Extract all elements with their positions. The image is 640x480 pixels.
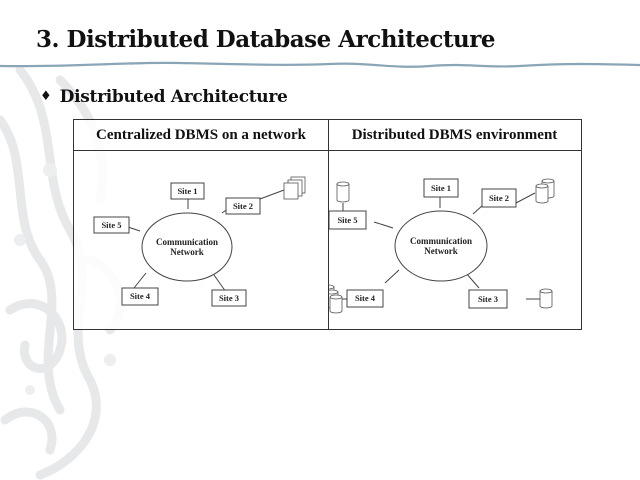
site-label: Site 2 bbox=[489, 193, 509, 203]
site-label: Site 2 bbox=[233, 201, 253, 211]
link-site5 bbox=[373, 221, 394, 229]
bullet-item: ♦ Distributed Architecture bbox=[40, 87, 288, 107]
link-db2 bbox=[259, 189, 285, 200]
site-node: Site 4 bbox=[121, 287, 159, 306]
site-node: Site 5 bbox=[329, 210, 367, 230]
site-label: Site 1 bbox=[431, 183, 451, 193]
title-underline-wave bbox=[0, 61, 640, 68]
site-label: Site 3 bbox=[219, 293, 239, 303]
header-centralized: Centralized DBMS on a network bbox=[74, 120, 328, 151]
file-stack-icon bbox=[283, 176, 306, 200]
link-site3 bbox=[465, 272, 480, 289]
communication-network-node bbox=[141, 212, 233, 282]
diamond-bullet-icon: ♦ bbox=[40, 89, 52, 104]
site-label: Site 1 bbox=[177, 186, 197, 196]
link-site2 bbox=[472, 204, 484, 215]
site-label: Site 5 bbox=[101, 220, 121, 230]
site-node: Site 1 bbox=[170, 182, 205, 200]
site-node: Site 5 bbox=[93, 216, 130, 234]
site-node: Site 2 bbox=[481, 188, 517, 208]
header-distributed: Distributed DBMS environment bbox=[328, 120, 581, 151]
network-label-line2: Network bbox=[170, 247, 204, 257]
site-node: Site 1 bbox=[423, 178, 459, 198]
site-label: Site 4 bbox=[355, 293, 376, 303]
network-label-line2: Network bbox=[424, 246, 458, 256]
site-node: Site 4 bbox=[346, 289, 384, 308]
site-node: Site 3 bbox=[468, 289, 508, 309]
site-node: Site 3 bbox=[211, 289, 247, 307]
link-site4 bbox=[133, 272, 147, 289]
link-site4 bbox=[384, 269, 400, 284]
slide-title: 3. Distributed Database Architecture bbox=[36, 26, 496, 53]
site-label: Site 5 bbox=[337, 215, 357, 225]
network-label-line1: Communication bbox=[156, 237, 218, 247]
site-label: Site 3 bbox=[478, 294, 498, 304]
database-stack-icon bbox=[535, 178, 555, 204]
distributed-diagram: Communication Network Site 1 Site 2 Site… bbox=[329, 178, 555, 314]
link-site3 bbox=[213, 274, 227, 293]
bullet-text: Distributed Architecture bbox=[59, 87, 288, 107]
database-cylinder-icon bbox=[336, 181, 350, 203]
link-db2 bbox=[515, 192, 536, 204]
site-label: Site 4 bbox=[130, 291, 151, 301]
site-node: Site 2 bbox=[225, 197, 261, 215]
communication-network-node bbox=[394, 210, 488, 282]
database-cylinder-icon bbox=[539, 288, 553, 309]
architecture-comparison-table: Centralized DBMS on a network Distribute… bbox=[73, 119, 582, 330]
network-label-line1: Communication bbox=[410, 236, 472, 246]
database-stack-icon bbox=[329, 284, 343, 314]
centralized-diagram: Communication Network Site 1 Site 2 Site… bbox=[93, 176, 306, 307]
